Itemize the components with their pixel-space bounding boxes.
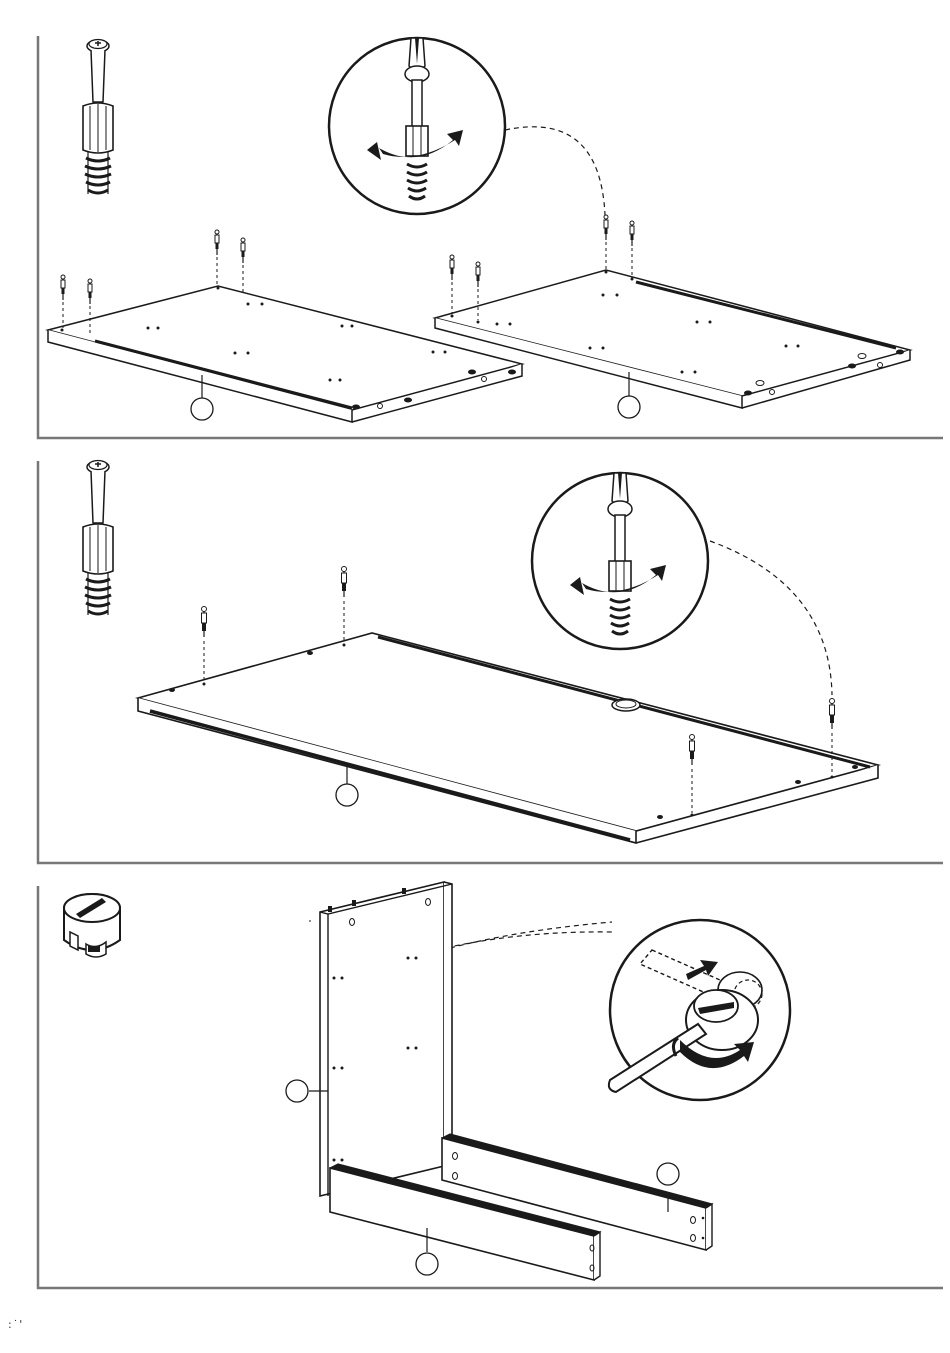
callout-leader-line (710, 541, 832, 695)
part-label-circle (191, 398, 213, 420)
step-c-diagram (0, 870, 950, 1300)
cam-lock-nut-icon (64, 894, 120, 957)
part-label-circle (286, 1080, 308, 1102)
callout-leader-line (505, 127, 605, 215)
top-panel (138, 633, 878, 843)
step-c-panel (0, 870, 950, 1300)
callout-leader-line (450, 922, 612, 948)
part-label-circle (416, 1253, 438, 1275)
footer-mark: :˙' (8, 1318, 23, 1331)
panel-right (435, 270, 910, 418)
cam-bolt-dowel-icon (83, 40, 113, 195)
part-label-circle (618, 396, 640, 418)
step-b-diagram (0, 445, 950, 870)
side-panel (286, 882, 452, 1196)
phillips-screwdriver-icon (532, 473, 708, 649)
step-a-panel (0, 0, 950, 445)
cam-bolt-dowel-icon (83, 461, 113, 616)
flat-screwdriver-icon (609, 920, 790, 1100)
step-a-diagram (0, 0, 950, 445)
step-b-panel (0, 445, 950, 870)
panel-left (48, 286, 522, 422)
phillips-screwdriver-icon (329, 38, 505, 214)
part-label-circle (336, 784, 358, 806)
part-label-circle (657, 1163, 679, 1185)
